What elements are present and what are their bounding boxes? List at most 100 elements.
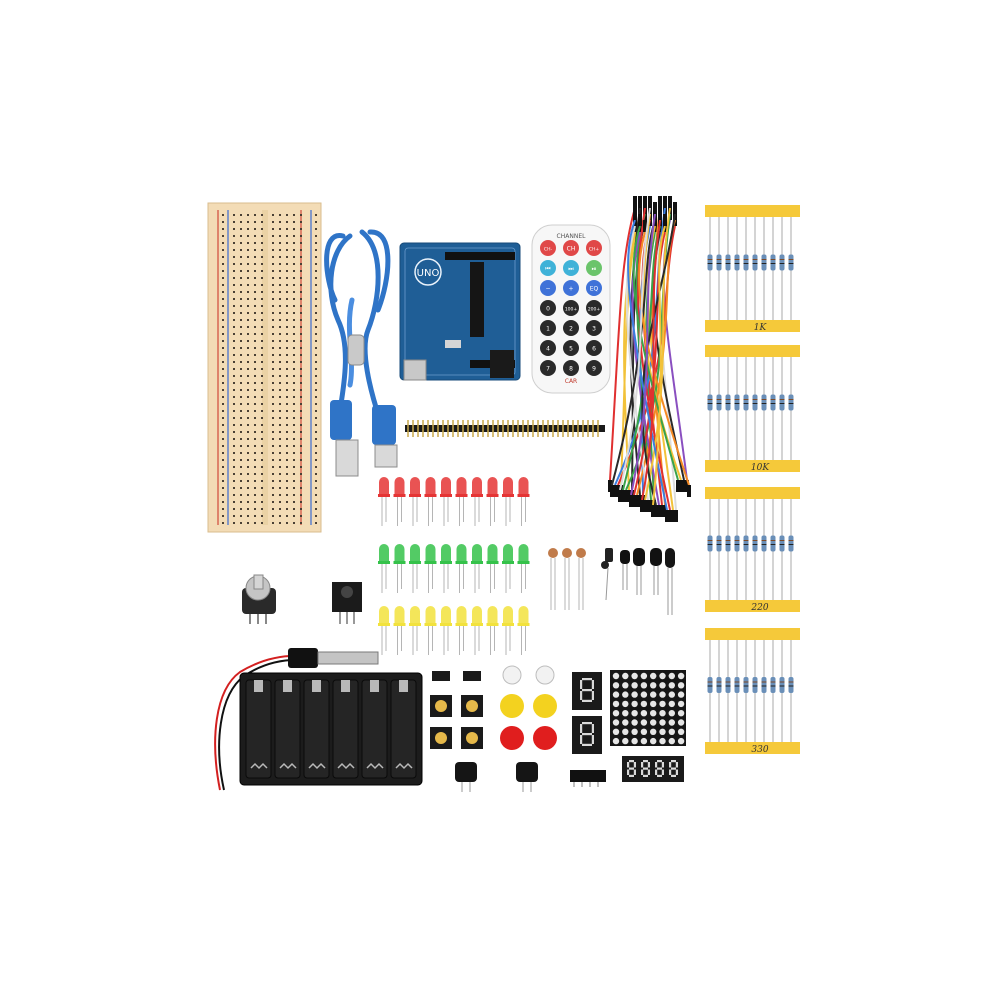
yellow-led: [409, 606, 421, 655]
pin-header-strip: [405, 420, 605, 437]
resistor: [734, 535, 740, 552]
remote-button: −: [540, 280, 556, 296]
tactile-push-button: [430, 695, 452, 717]
red-led: [409, 477, 421, 526]
resistor-strip: 220: [705, 487, 800, 613]
green-led: [424, 544, 437, 593]
remote-button: CH+: [586, 240, 602, 256]
jumper-wire: [632, 225, 679, 481]
resistor: [725, 677, 731, 693]
yellow-led: [378, 606, 390, 655]
resistor: [716, 254, 722, 271]
resistor-strip-label: 330: [751, 745, 768, 755]
green-led: [455, 544, 468, 593]
green-led: [486, 544, 499, 593]
remote-button: 7: [540, 360, 556, 376]
switch-cap: [432, 671, 450, 681]
resistor: [752, 394, 758, 411]
yellow-led: [393, 606, 406, 655]
photoresistor: [576, 548, 586, 610]
sensor-module: [332, 582, 362, 624]
resistor: [743, 677, 749, 693]
remote-button: 6: [586, 340, 602, 356]
cable-tie: [347, 334, 365, 366]
resistor: [707, 535, 713, 552]
remote-button: 4: [540, 340, 556, 356]
resistor: [761, 677, 767, 693]
remote-button: 2: [563, 320, 579, 336]
red-led: [455, 477, 468, 526]
green-led: [440, 544, 452, 593]
remote-button: CH: [563, 240, 579, 256]
red-led: [378, 477, 390, 526]
jumper-wire: [622, 225, 661, 491]
remote-button-label: 3: [592, 326, 596, 333]
resistor: [734, 677, 740, 693]
resistor: [707, 254, 713, 271]
buzzers: [455, 762, 538, 792]
remote-header-text: CHANNEL: [557, 233, 587, 240]
resistor: [725, 394, 731, 411]
potentiometer: [242, 574, 276, 624]
jumper-wire: [630, 213, 656, 496]
resistor-strip: 330: [705, 628, 800, 755]
resistor-strip: 10K: [705, 345, 800, 473]
yellow-led: [486, 606, 499, 655]
resistor: [761, 394, 767, 411]
resistor: [725, 535, 731, 552]
resistor: [761, 254, 767, 271]
remote-button: ⏯: [586, 260, 602, 276]
jumper-wire: [609, 207, 636, 481]
green-led: [393, 544, 406, 593]
resistor: [779, 677, 785, 693]
remote-button-label: 0: [546, 306, 550, 313]
seven-segment-4-digit-display: [622, 756, 684, 782]
resistor-strip-label: 10K: [751, 463, 770, 473]
remote-button: 1: [540, 320, 556, 336]
battery-holder: [214, 648, 423, 791]
remote-button-label: ⏮: [545, 266, 551, 273]
resistor: [779, 535, 785, 552]
jumper-wire: [623, 231, 636, 491]
remote-button: ⏮: [540, 260, 556, 276]
breadboard: [207, 202, 322, 533]
resistor: [707, 677, 713, 693]
remote-button-label: −: [545, 286, 550, 293]
remote-button: EQ: [586, 280, 602, 296]
led-rows: [378, 477, 530, 655]
resistor: [761, 535, 767, 552]
usb-cable: [324, 229, 391, 423]
led-dot-matrix: [610, 670, 686, 746]
resistor: [788, 677, 794, 693]
remote-button: 0: [540, 300, 556, 316]
red-led: [440, 477, 452, 526]
yellow-led: [424, 606, 437, 655]
yellow-led: [440, 606, 452, 655]
jumper-wire: [638, 231, 690, 486]
resistor: [770, 254, 776, 271]
resistor: [716, 535, 722, 552]
resistor: [743, 394, 749, 411]
resistor-strip: 1K: [705, 205, 800, 333]
remote-button-label: CH-: [544, 247, 553, 253]
jumper-wire: [652, 225, 666, 506]
button-caps: [500, 665, 557, 750]
tactile-push-button: [430, 727, 452, 749]
remote-button-label: 4: [546, 346, 550, 353]
remote-button: 200+: [586, 300, 602, 316]
remote-button-label: +: [568, 286, 573, 293]
resistor: [716, 677, 722, 693]
jumper-wire: [611, 219, 656, 486]
tactile-push-button: [461, 695, 483, 717]
resistor: [743, 535, 749, 552]
yellow-led: [471, 606, 483, 655]
remote-button-label: CH: [567, 246, 576, 253]
photoresistor: [562, 548, 572, 610]
resistor: [788, 254, 794, 271]
resistor: [734, 394, 740, 411]
resistor: [734, 254, 740, 271]
red-led: [471, 477, 483, 526]
resistor: [743, 254, 749, 271]
remote-button-label: 1: [546, 326, 550, 333]
resistor: [788, 535, 794, 552]
